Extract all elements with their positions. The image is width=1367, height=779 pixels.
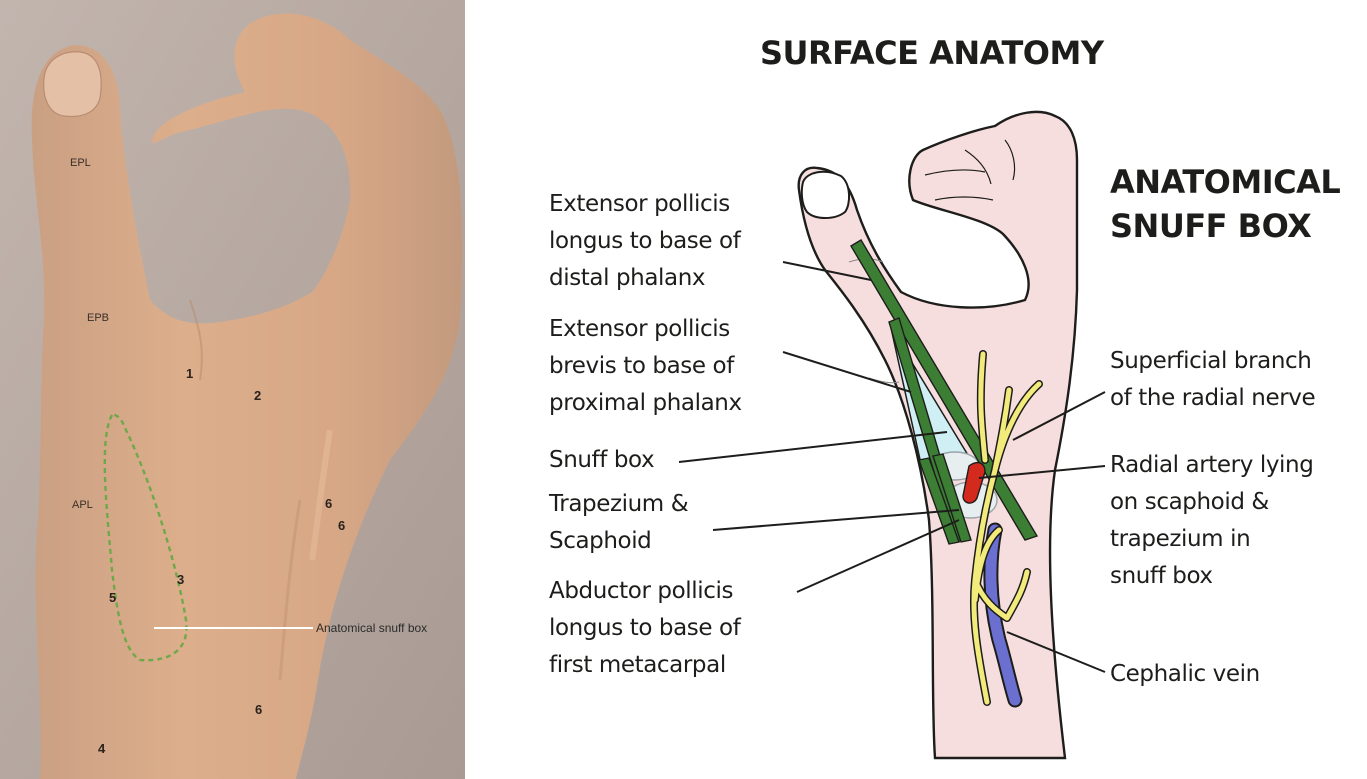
leader-vein bbox=[1006, 631, 1106, 673]
radial-artery bbox=[962, 461, 986, 504]
label-radial-artery: Radial artery lying on scaphoid & trapez… bbox=[1110, 447, 1314, 595]
diagram-thumbnail bbox=[800, 170, 851, 219]
photo-number-2: 2 bbox=[254, 388, 262, 403]
label-line: longus to base of bbox=[549, 615, 741, 641]
subtitle-line-1: ANATOMICAL bbox=[1110, 163, 1341, 201]
tendon-group bbox=[850, 239, 1039, 545]
snuff-box-diagram: SURFACE ANATOMY ANATOMICAL SNUFF BOX Ext… bbox=[465, 0, 1367, 779]
diagram-drawing bbox=[678, 110, 1106, 760]
label-line: brevis to base of bbox=[549, 353, 734, 379]
leader-trapezium bbox=[712, 509, 960, 531]
label-extensor-pollicis-brevis: Extensor pollicis brevis to base of prox… bbox=[549, 311, 742, 422]
photo-number-3: 3 bbox=[177, 572, 185, 587]
label-line: Superficial branch bbox=[1110, 348, 1312, 374]
leader-snuff-box bbox=[678, 431, 948, 463]
leader-lines bbox=[678, 261, 1106, 673]
photo-number-6-middle: 6 bbox=[338, 518, 346, 533]
photo-label-epb: EPB bbox=[87, 312, 110, 324]
label-line: longus to base of bbox=[549, 228, 741, 254]
label-line: proximal phalanx bbox=[549, 390, 742, 416]
photo-number-4: 4 bbox=[98, 741, 106, 756]
label-cephalic-vein: Cephalic vein bbox=[1110, 656, 1260, 693]
label-superficial-radial-nerve: Superficial branch of the radial nerve bbox=[1110, 343, 1316, 417]
label-extensor-pollicis-longus: Extensor pollicis longus to base of dist… bbox=[549, 186, 741, 297]
leader-apl bbox=[796, 519, 960, 593]
label-abductor-pollicis-longus: Abductor pollicis longus to base of firs… bbox=[549, 573, 741, 684]
label-line: first metacarpal bbox=[549, 652, 726, 678]
photo-label-epl: EPL bbox=[70, 157, 91, 169]
photo-label-apl: APL bbox=[72, 499, 93, 511]
label-snuff-box: Snuff box bbox=[549, 442, 655, 479]
label-line: Scaphoid bbox=[549, 528, 652, 554]
label-line: Radial artery lying bbox=[1110, 452, 1314, 478]
snuff-box-outline bbox=[103, 413, 188, 662]
label-line: Trapezium & bbox=[549, 491, 689, 517]
label-line: Extensor pollicis bbox=[549, 316, 730, 342]
leader-epl bbox=[782, 261, 872, 281]
subtitle-line-2: SNUFF BOX bbox=[1110, 207, 1312, 245]
label-line: trapezium in bbox=[1110, 526, 1251, 552]
photo-snuff-box-callout: Anatomical snuff box bbox=[316, 621, 428, 635]
label-line: Cephalic vein bbox=[1110, 661, 1260, 687]
photo-number-5: 5 bbox=[109, 590, 117, 605]
diagram-title: SURFACE ANATOMY bbox=[760, 34, 1104, 72]
diagram-subtitle: ANATOMICAL SNUFF BOX bbox=[1110, 160, 1341, 248]
label-trapezium-scaphoid: Trapezium & Scaphoid bbox=[549, 486, 689, 560]
leader-epb bbox=[782, 351, 912, 393]
label-line: Extensor pollicis bbox=[549, 191, 730, 217]
photo-number-6-upper: 6 bbox=[325, 496, 333, 511]
leader-artery bbox=[978, 465, 1106, 479]
label-line: on scaphoid & bbox=[1110, 489, 1269, 515]
label-line: Abductor pollicis bbox=[549, 578, 734, 604]
leader-nerve bbox=[1012, 391, 1106, 441]
radial-nerve bbox=[969, 350, 1043, 706]
label-line: Snuff box bbox=[549, 447, 655, 473]
tendon-apl-1 bbox=[918, 457, 960, 545]
surface-anatomy-photo: EPL EPB APL 1 2 3 4 5 6 6 6 Anatomical s… bbox=[0, 0, 465, 779]
tendon-epl bbox=[850, 239, 1039, 541]
label-line: of the radial nerve bbox=[1110, 385, 1316, 411]
photo-number-6-lower: 6 bbox=[255, 702, 263, 717]
hand-photo-illustration bbox=[0, 0, 465, 779]
label-line: distal phalanx bbox=[549, 265, 706, 291]
hand-skin bbox=[31, 13, 463, 779]
label-line: snuff box bbox=[1110, 563, 1213, 589]
thumbnail bbox=[43, 51, 102, 118]
tendon-apl-2 bbox=[932, 453, 972, 543]
photo-number-1: 1 bbox=[186, 366, 194, 381]
